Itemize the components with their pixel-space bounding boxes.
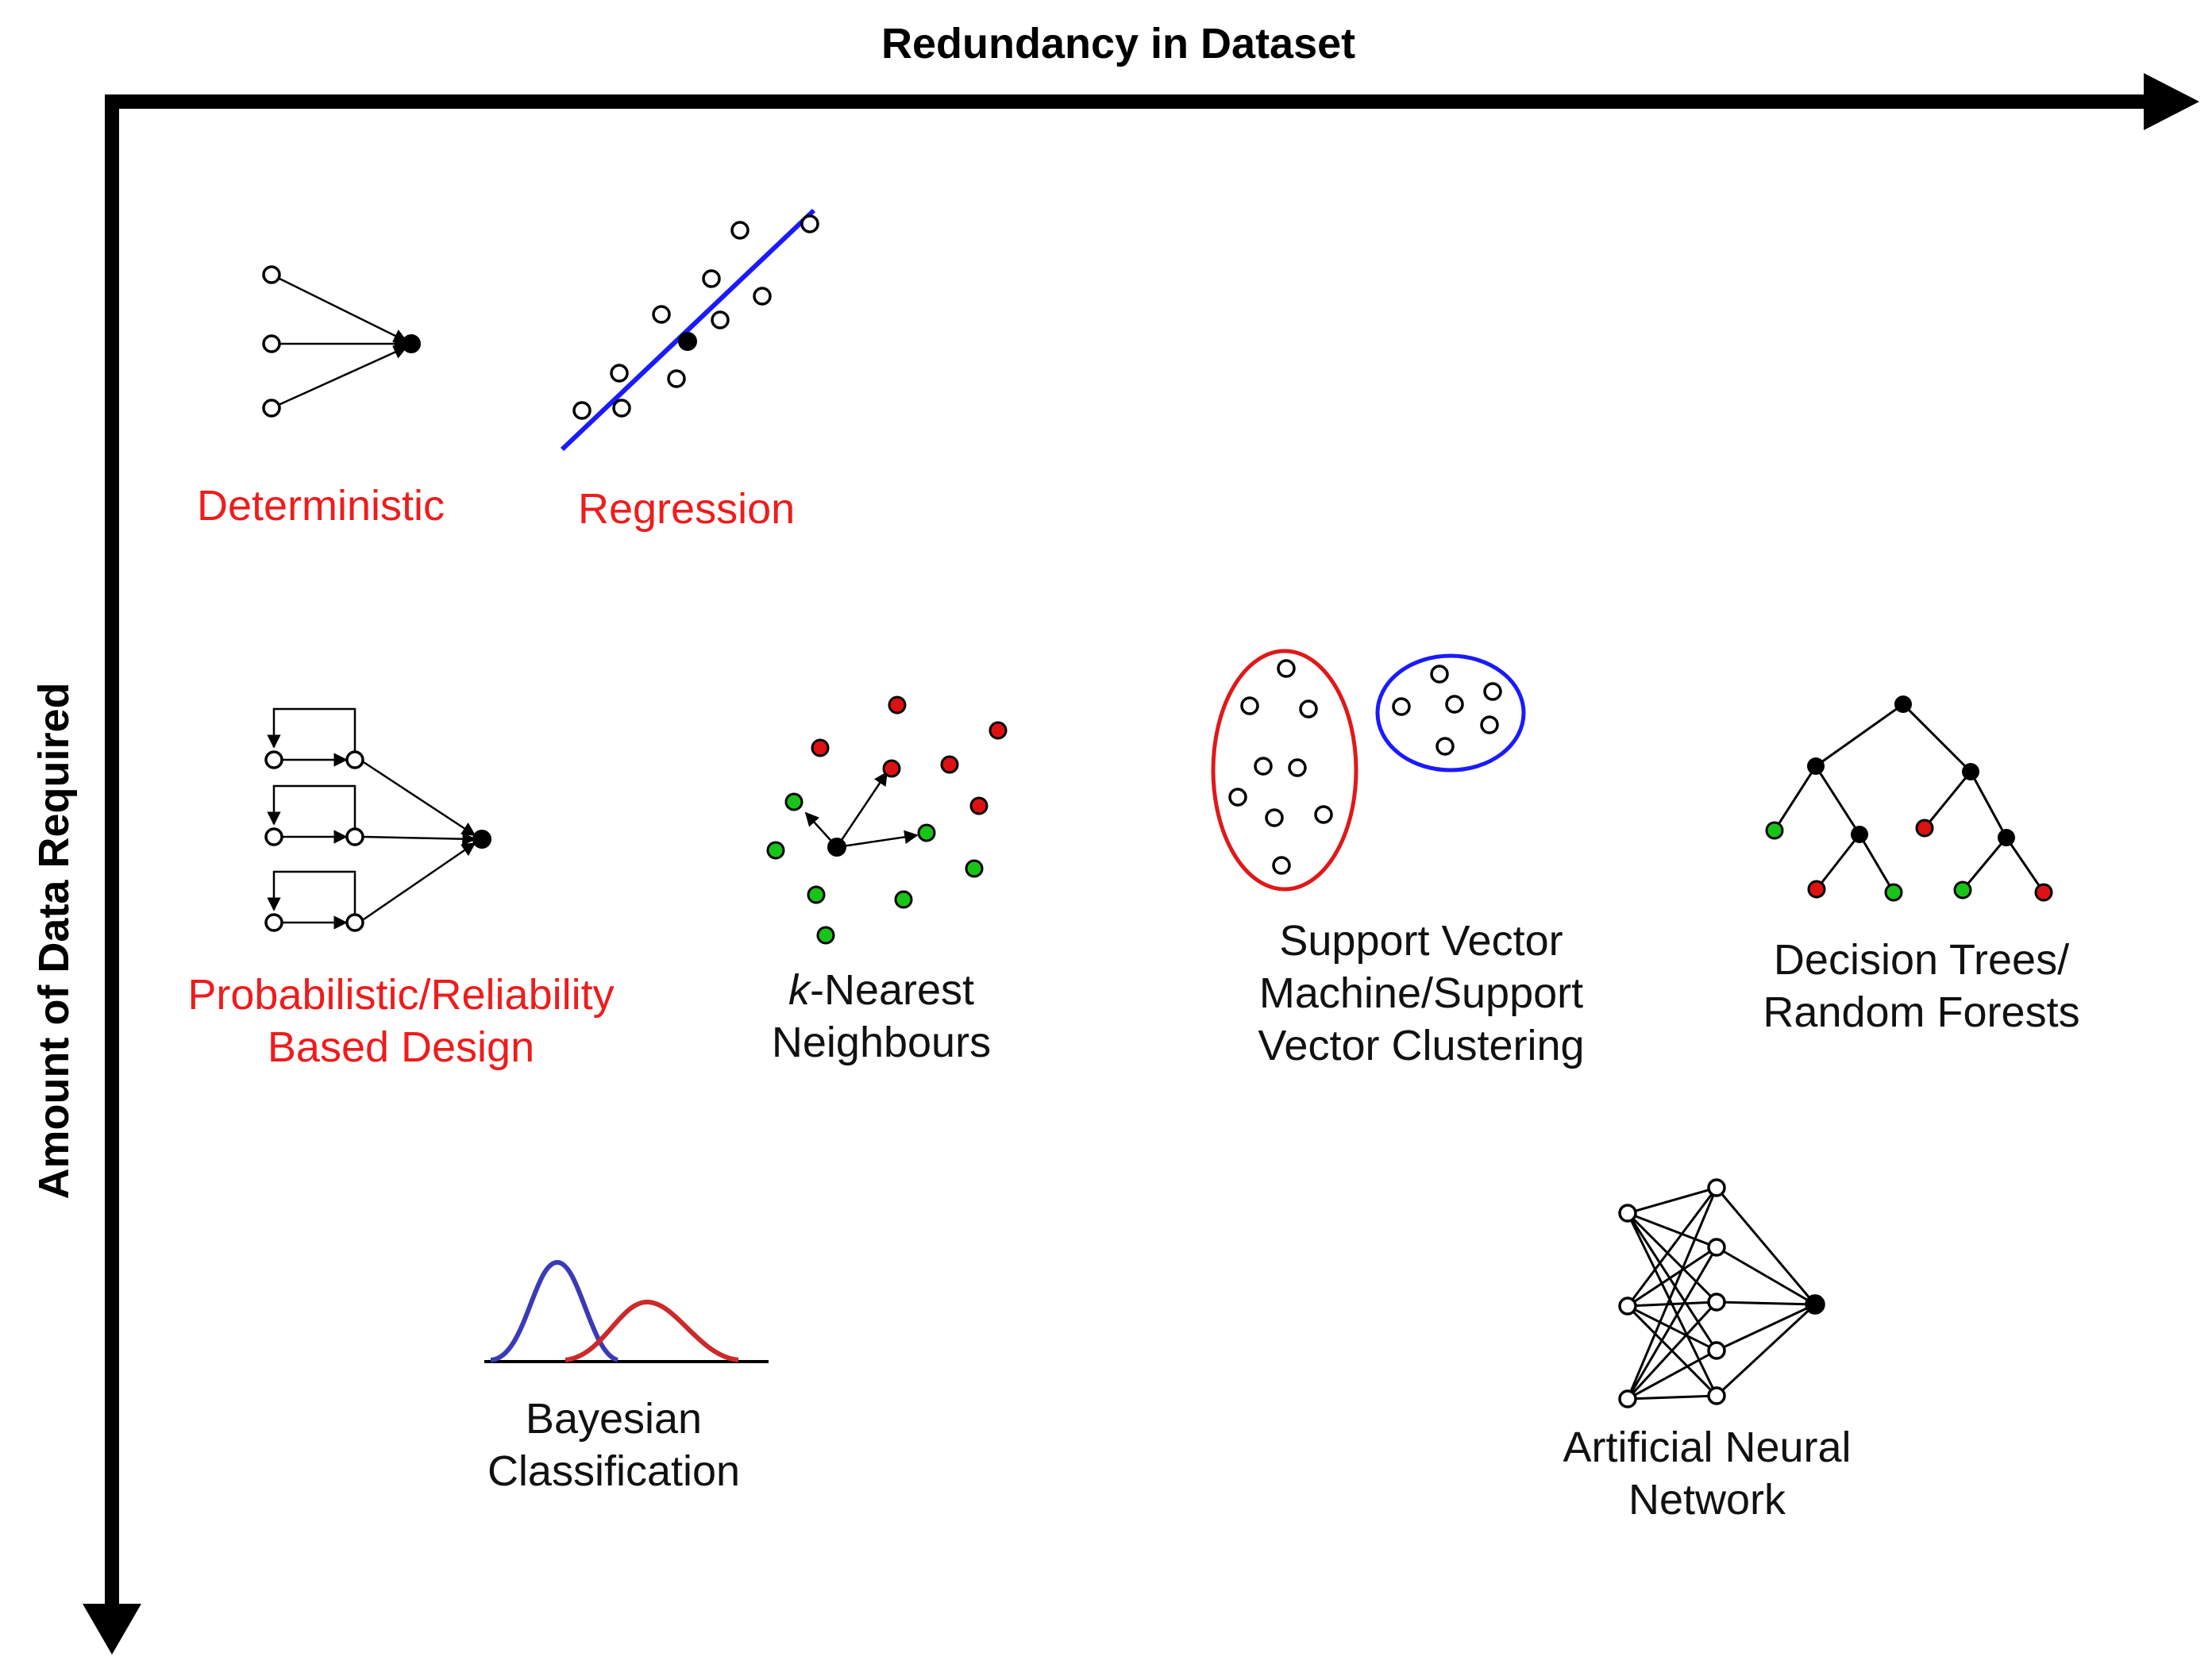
x-axis-title: Redundancy in Dataset: [881, 20, 1356, 67]
knn-label: k-Nearest Neighbours: [715, 964, 1048, 1069]
nn-edge: [1627, 1300, 1717, 1308]
deterministic-label-line: Deterministic: [197, 482, 445, 530]
bayes-label-line: Classification: [487, 1447, 741, 1495]
neural-network-icon: [1618, 1178, 1825, 1408]
deterministic-icon: [262, 265, 421, 418]
svm-label: Support Vector Machine/Support Vector Cl…: [1215, 915, 1628, 1072]
probabilistic-icon: [264, 707, 491, 932]
knn-label-prefix: k: [788, 966, 810, 1014]
nn-edge: [1627, 1304, 1717, 1352]
bayes-label: Bayesian Classification: [455, 1393, 773, 1497]
x-axis-arrow: [105, 73, 2199, 130]
nn-edge: [1716, 1246, 1816, 1306]
regression-icon: [560, 208, 819, 452]
nn-edge: [1715, 1303, 1817, 1397]
nn-edge: [1627, 1394, 1717, 1401]
ann-label: Artificial Neural Network: [1516, 1421, 1898, 1526]
nn-edge: [1626, 1187, 1718, 1400]
nn-edge: [1626, 1246, 1718, 1400]
regression-label: Regression: [578, 483, 816, 535]
nn-edge: [1626, 1212, 1718, 1304]
nn-edge: [1715, 1187, 1817, 1305]
nn-edge: [1716, 1300, 1816, 1306]
nn-edge: [1627, 1212, 1717, 1249]
svm-label-line: Machine/Support: [1258, 969, 1584, 1017]
knn-label-word: Nearest: [823, 966, 975, 1014]
knn-label-line: k-Nearest: [788, 966, 975, 1014]
nn-node: [1707, 1341, 1726, 1360]
trees-label-line: Decision Trees/: [1773, 936, 2070, 984]
y-axis-title: Amount of Data Required: [30, 682, 78, 1200]
nn-edge: [1626, 1300, 1718, 1401]
nn-edge: [1626, 1212, 1718, 1351]
bayesian-curves-icon: [484, 1259, 769, 1363]
svm-label-line: Vector Clustering: [1258, 1022, 1585, 1069]
knn-icon: [766, 695, 1008, 945]
nn-edge: [1716, 1303, 1816, 1352]
deterministic-label: Deterministic: [197, 480, 467, 532]
probabilistic-label: Probabilistic/Reliability Based Design: [163, 969, 639, 1073]
nn-edge: [1627, 1349, 1717, 1401]
nn-edge: [1627, 1186, 1717, 1215]
ann-label-line: Network: [1628, 1476, 1786, 1524]
nn-node: [1707, 1238, 1726, 1257]
regression-label-line: Regression: [578, 485, 796, 533]
knn-label-line: Neighbours: [771, 1019, 992, 1066]
y-axis-arrow: [83, 95, 141, 1655]
nn-node: [1707, 1386, 1726, 1405]
nn-node: [1707, 1293, 1726, 1312]
nn-node: [1707, 1178, 1726, 1197]
decision-tree-icon: [1765, 695, 2053, 902]
nn-node: [1618, 1204, 1637, 1223]
probabilistic-label-line: Based Design: [267, 1023, 535, 1071]
bayes-label-line: Bayesian: [525, 1395, 703, 1443]
nn-edge: [1627, 1246, 1717, 1308]
svm-label-line: Support Vector: [1279, 917, 1563, 965]
nn-edge: [1626, 1187, 1718, 1307]
nn-node: [1805, 1294, 1825, 1315]
probabilistic-label-line: Probabilistic/Reliability: [187, 971, 615, 1019]
nn-node: [1618, 1296, 1637, 1316]
svm-icon: [1211, 649, 1526, 892]
ann-label-line: Artificial Neural: [1563, 1424, 1852, 1471]
trees-label: Decision Trees/ Random Forests: [1723, 934, 2120, 1038]
trees-label-line: Random Forests: [1763, 988, 2080, 1036]
nn-node: [1618, 1389, 1637, 1408]
